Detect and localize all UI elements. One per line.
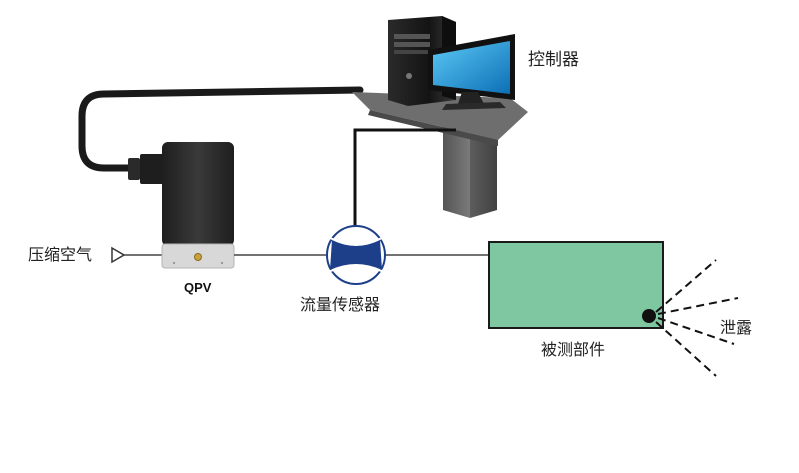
controller-cable (78, 86, 364, 172)
flow-sensor-label: 流量传感器 (300, 295, 381, 314)
leak-point (642, 309, 656, 323)
part-under-test-label: 被测部件 (541, 340, 606, 359)
inlet-arrow-icon (111, 246, 126, 264)
sensor-signal-line (353, 128, 456, 230)
qpv-unit (128, 142, 235, 269)
compressed-air-label: 压缩空气 (28, 245, 93, 264)
controller-icon (352, 16, 528, 218)
leak-label: 泄露 (720, 318, 753, 337)
leak-lines (655, 259, 739, 377)
flow-meter-icon (326, 225, 386, 285)
controller-label: 控制器 (528, 50, 579, 70)
qpv-label: QPV (184, 280, 212, 295)
part-under-test-box (488, 241, 664, 329)
